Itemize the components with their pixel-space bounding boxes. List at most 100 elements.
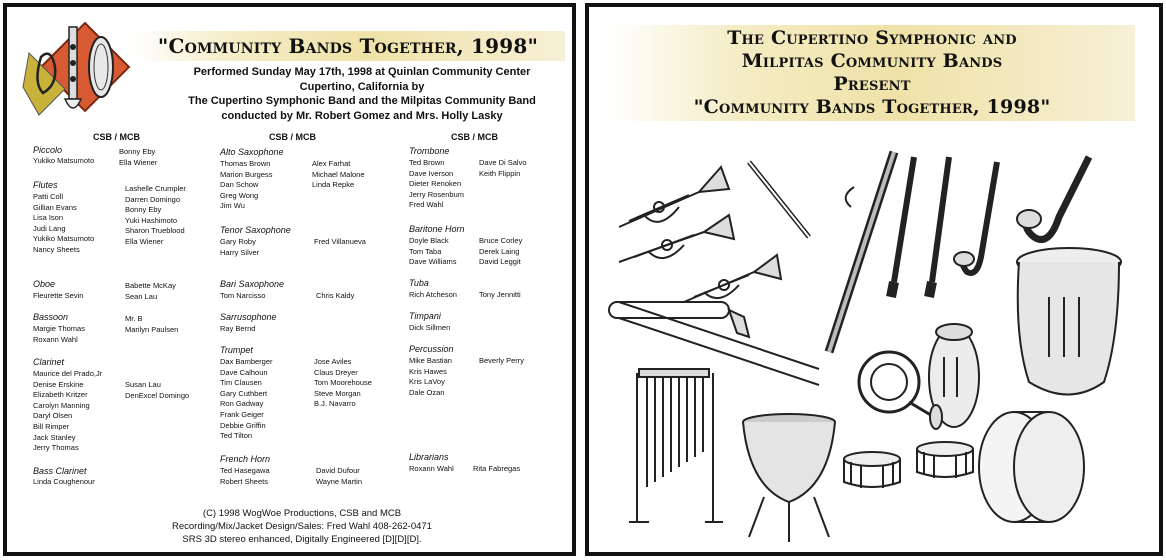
player-name: Dave Di Salvo (479, 158, 527, 167)
flutes-mcb: Lashelle Crumpler Darren Domingo Bonny E… (125, 184, 186, 248)
trombone-mcb: Dave Di Salvo Keith Flippin (479, 158, 527, 179)
player-name: Dan Schow (220, 180, 259, 190)
player-name: Mr. B (125, 314, 143, 323)
clarinet-icon (924, 156, 952, 298)
player-name: David Leggit (479, 257, 521, 267)
trombone-icon (608, 301, 820, 386)
clarinet-mcb: Susan Lau DenExcel Domingo (125, 380, 189, 401)
bassoon-mcb: Mr. B Marilyn Paulsen (125, 314, 178, 335)
player-name: Ella Wiener (119, 157, 158, 167)
player-name: Nancy Sheets (33, 244, 80, 254)
player-name: Ted Tilton (220, 431, 253, 441)
bass-drum-icon (978, 411, 1085, 523)
player-name: Dax Bamberger (220, 357, 273, 366)
player-name: Jim Wu (220, 201, 245, 211)
player-name: Jose Aviles (314, 357, 352, 366)
player-name: Roxann Wahl (33, 334, 78, 344)
player-name: Linda Repke (312, 180, 355, 190)
player-name: Wayne Martin (316, 476, 362, 486)
player-name: Bill Rimper (33, 421, 70, 431)
player-name: Michael Malone (312, 169, 365, 179)
player-name: Tom Taba (409, 246, 442, 256)
player-name: Dave Williams (409, 257, 457, 267)
player-name: Yukiko Matsumoto (33, 156, 95, 165)
player-name: Roxann Wahl (409, 464, 454, 473)
player-name: Tom Narcisso (220, 291, 266, 300)
player-name: Yukiko Matsumoto (33, 234, 95, 244)
player-name: Robert Sheets (220, 476, 268, 486)
bari-sax-mcb: Chris Kaldy (316, 291, 354, 302)
tuba-csb: Rich Atcheson (409, 290, 457, 301)
piccolo-icon (747, 160, 811, 239)
tuba-icon (1016, 247, 1122, 396)
section-bassoon: Bassoon (33, 312, 69, 322)
player-name: Greg Wong (220, 190, 259, 200)
section-oboe: Oboe (33, 279, 56, 289)
title-banner (609, 25, 1135, 121)
player-name: B.J. Navarro (314, 399, 356, 409)
percussion-mcb: Beverly Perry (479, 356, 524, 367)
section-alto-saxophone: Alto Saxophone (220, 147, 284, 157)
french-horn-icon (857, 350, 943, 430)
bass-clarinet-csb: Linda Coughenour (33, 477, 95, 488)
player-name: Lisa Ison (33, 213, 64, 223)
flutes-csb: Patti Coll Gillian Evans Lisa Ison Judi … (33, 192, 94, 256)
band-logo (22, 21, 131, 116)
section-timpani: Timpani (409, 311, 441, 321)
player-name: Bruce Corley (479, 236, 523, 245)
player-name: Ted Hasegawa (220, 466, 270, 475)
player-name: Beverly Perry (479, 356, 525, 365)
album-title: "Community Bands Together, 1998" (157, 34, 539, 58)
section-clarinet: Clarinet (33, 357, 65, 367)
player-name: Carolyn Manning (33, 400, 90, 410)
player-name: Maurice del Prado,Jr (33, 369, 103, 378)
player-name: Ted Brown (409, 158, 445, 167)
player-name: Dieter Renoken (409, 179, 462, 189)
player-name: Yuki Hashimoto (125, 215, 178, 225)
player-name: Babette McKay (125, 281, 176, 290)
player-name: Dick Sillmen (409, 323, 451, 332)
player-name: Gary Cuthbert (220, 388, 268, 398)
librarians-csb: Roxann Wahl (409, 464, 454, 475)
timpani-icon (742, 413, 836, 542)
player-name: Marion Burgess (220, 169, 273, 179)
trombone-csb: Ted Brown Dave Iverson Dieter Renoken Je… (409, 158, 464, 211)
player-name: Frank Geiger (220, 409, 264, 419)
player-name: Bonny Eby (125, 205, 162, 215)
tenor-sax-mcb: Fred Villanueva (314, 237, 366, 248)
chimes-icon (629, 368, 723, 523)
sarrusophone-csb: Ray Bernd (220, 324, 255, 335)
player-name: Tim Clausen (220, 378, 262, 388)
player-name: Daryl Olsen (33, 411, 73, 421)
footer-line: (C) 1998 WogWoe Productions, CSB and MCB (202, 508, 402, 519)
player-name: Darren Domingo (125, 194, 181, 204)
column-header: CSB / MCB (269, 132, 316, 142)
performance-info: Performed Sunday May 17th, 1998 at Quinl… (157, 65, 567, 123)
percussion-csb: Mike Bastian Kris Hawes Kris LaVoy Dale … (409, 356, 452, 398)
player-name: Dave Calhoun (220, 367, 268, 377)
librarians-mcb: Rita Fabregas (473, 464, 520, 475)
info-line: The Cupertino Symphonic Band and the Mil… (188, 95, 536, 107)
info-line: conducted by Mr. Robert Gomez and Mrs. H… (221, 109, 503, 122)
player-name: Gillian Evans (33, 202, 77, 212)
player-name: Kris LaVoy (409, 377, 445, 387)
player-name: Lashelle Crumpler (125, 184, 186, 193)
piccolo-csb: Yukiko Matsumoto (33, 156, 94, 167)
section-trombone: Trombone (409, 146, 450, 156)
player-name: Dale Ozan (409, 387, 445, 397)
cover-title-line: The Cupertino Symphonic and (727, 27, 1017, 49)
player-name: Bonny Eby (119, 147, 156, 156)
section-bari-saxophone: Bari Saxophone (220, 279, 285, 289)
player-name: Keith Flippin (479, 168, 521, 178)
info-line: Cupertino, California by (299, 80, 425, 93)
snare-drum-icon (843, 451, 901, 488)
alto-saxophone-icon (953, 161, 1000, 276)
trumpet-icon (618, 165, 731, 228)
instrument-illustrations (608, 150, 1122, 542)
alto-saxophone-icon (1016, 155, 1093, 243)
cover-title-line: Present (833, 73, 911, 95)
player-name: Elizabeth Kritzer (33, 390, 88, 400)
player-name: Rita Fabregas (473, 464, 521, 473)
oboe-mcb: Babette McKay Sean Lau (125, 281, 176, 302)
player-name: Debbie Griffin (220, 420, 266, 430)
